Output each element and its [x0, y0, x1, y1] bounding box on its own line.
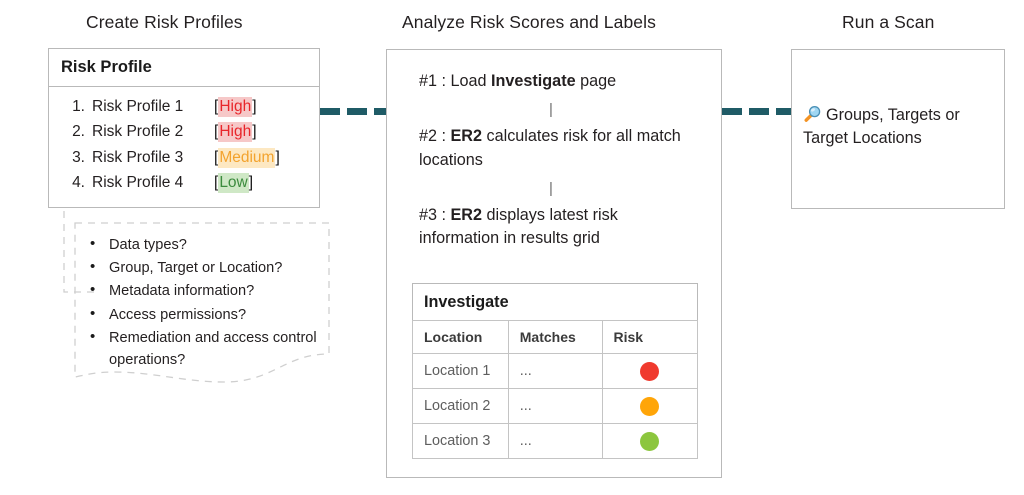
- risk-profile-list: 1. Risk Profile 1 [High] 2. Risk Profile 2 [H…: [49, 87, 319, 195]
- step-emphasis: ER2: [450, 205, 483, 224]
- risk-profile-index: 4.: [72, 173, 85, 191]
- step-emphasis: Investigate: [491, 72, 576, 90]
- analyze-step: #1 : Load Investigate page: [419, 70, 697, 93]
- step-prefix: #1 : Load: [419, 72, 492, 90]
- matches-cell: ...: [507, 388, 603, 424]
- question-list-item: Access permissions?: [88, 303, 318, 326]
- step-suffix: page: [575, 72, 617, 90]
- risk-profile-header: Risk Profile: [49, 49, 319, 87]
- column-title-run-a-scan: Run a Scan: [842, 12, 935, 32]
- risk-profile-level-badge: [High]: [214, 122, 257, 143]
- column-title-create-risk-profiles: Create Risk Profiles: [86, 12, 243, 32]
- risk-profile-row: 2. Risk Profile 2 [High]: [49, 119, 319, 144]
- step-separator: |: [405, 93, 697, 125]
- risk-profile-panel: Risk Profile 1. Risk Profile 1 [High] 2. Ris…: [48, 48, 320, 208]
- step-suffix: calculates risk for all match locations: [419, 127, 681, 169]
- investigate-column-header: Matches: [507, 320, 603, 354]
- matches-cell: ...: [507, 353, 603, 389]
- location-cell: Location 1: [412, 353, 509, 389]
- risk-level-text: Medium: [218, 147, 276, 168]
- risk-cell: [601, 388, 698, 424]
- table-row: Location 2...: [412, 388, 698, 424]
- investigate-title-row: Investigate: [412, 283, 698, 321]
- connector-middle-to-right: [722, 108, 792, 118]
- risk-profile-row: 4. Risk Profile 4 [Low]: [49, 170, 319, 195]
- risk-level-text: Low: [218, 172, 249, 193]
- risk-profile-name: Risk Profile 3: [92, 148, 184, 166]
- step-prefix: #3 :: [419, 205, 451, 224]
- risk-status-dot: [639, 396, 659, 416]
- risk-profile-row: 1. Risk Profile 1 [High]: [49, 94, 319, 119]
- scan-targets-text-row: Groups, Targets or Target Locations: [803, 104, 999, 150]
- run-a-scan-panel: Groups, Targets or Target Locations: [791, 49, 1005, 209]
- risk-profile-name: Risk Profile 4: [92, 173, 184, 191]
- magnifier-icon: [804, 105, 821, 122]
- risk-profile-name: Risk Profile 2: [92, 123, 184, 141]
- table-row: Location 3...: [412, 423, 698, 459]
- step-prefix: #2 :: [419, 127, 451, 146]
- step-emphasis: ER2: [450, 127, 483, 146]
- risk-status-dot: [639, 361, 659, 381]
- column-title-analyze-risk-scores: Analyze Risk Scores and Labels: [402, 12, 656, 32]
- risk-profile-level-badge: [Medium]: [214, 147, 280, 168]
- risk-profile-row: 3. Risk Profile 3 [Medium]: [49, 145, 319, 170]
- analyze-panel: #1 : Load Investigate page | #2 : ER2 calc…: [386, 49, 722, 478]
- step-suffix: displays latest risk information in resu…: [419, 205, 618, 248]
- location-cell: Location 3: [412, 423, 509, 459]
- analyze-step: #2 : ER2 calculates risk for all match l…: [419, 125, 697, 172]
- risk-status-dot: [639, 431, 659, 451]
- question-list-item: Metadata information?: [88, 279, 318, 302]
- question-list-item: Data types?: [88, 233, 318, 256]
- question-list-item: Remediation and access control operation…: [88, 326, 318, 371]
- risk-profile-questions-callout: Data types?Group, Target or Location?Met…: [74, 222, 330, 385]
- risk-cell: [601, 423, 698, 459]
- risk-profile-level-badge: [Low]: [214, 172, 254, 193]
- step-separator-glyph: |: [549, 101, 553, 119]
- location-cell: Location 2: [412, 388, 509, 424]
- connector-left-to-middle: [320, 108, 388, 118]
- risk-level-text: High: [218, 122, 253, 143]
- analyze-step: #3 : ER2 displays latest risk informatio…: [419, 204, 697, 251]
- scan-targets-label: Groups, Targets or Target Locations: [803, 106, 960, 147]
- risk-profile-name: Risk Profile 1: [92, 98, 184, 115]
- risk-profile-index: 3.: [72, 148, 85, 166]
- analyze-steps-list: #1 : Load Investigate page | #2 : ER2 calc…: [419, 70, 697, 251]
- investigate-title: Investigate: [412, 283, 698, 321]
- investigate-column-header: Location: [412, 320, 509, 354]
- risk-cell: [601, 353, 698, 389]
- risk-level-text: High: [218, 97, 253, 117]
- risk-profile-index: 2.: [72, 123, 85, 141]
- questions-list: Data types?Group, Target or Location?Met…: [88, 233, 318, 372]
- step-separator-glyph: |: [549, 179, 553, 197]
- step-separator: |: [405, 172, 697, 204]
- matches-cell: ...: [507, 423, 603, 459]
- investigate-column-header: Risk: [601, 320, 698, 354]
- question-list-item: Group, Target or Location?: [88, 256, 318, 279]
- risk-profile-level-badge: [High]: [214, 97, 257, 117]
- risk-profile-index: 1.: [72, 98, 85, 115]
- table-row: Location 1...: [412, 353, 698, 389]
